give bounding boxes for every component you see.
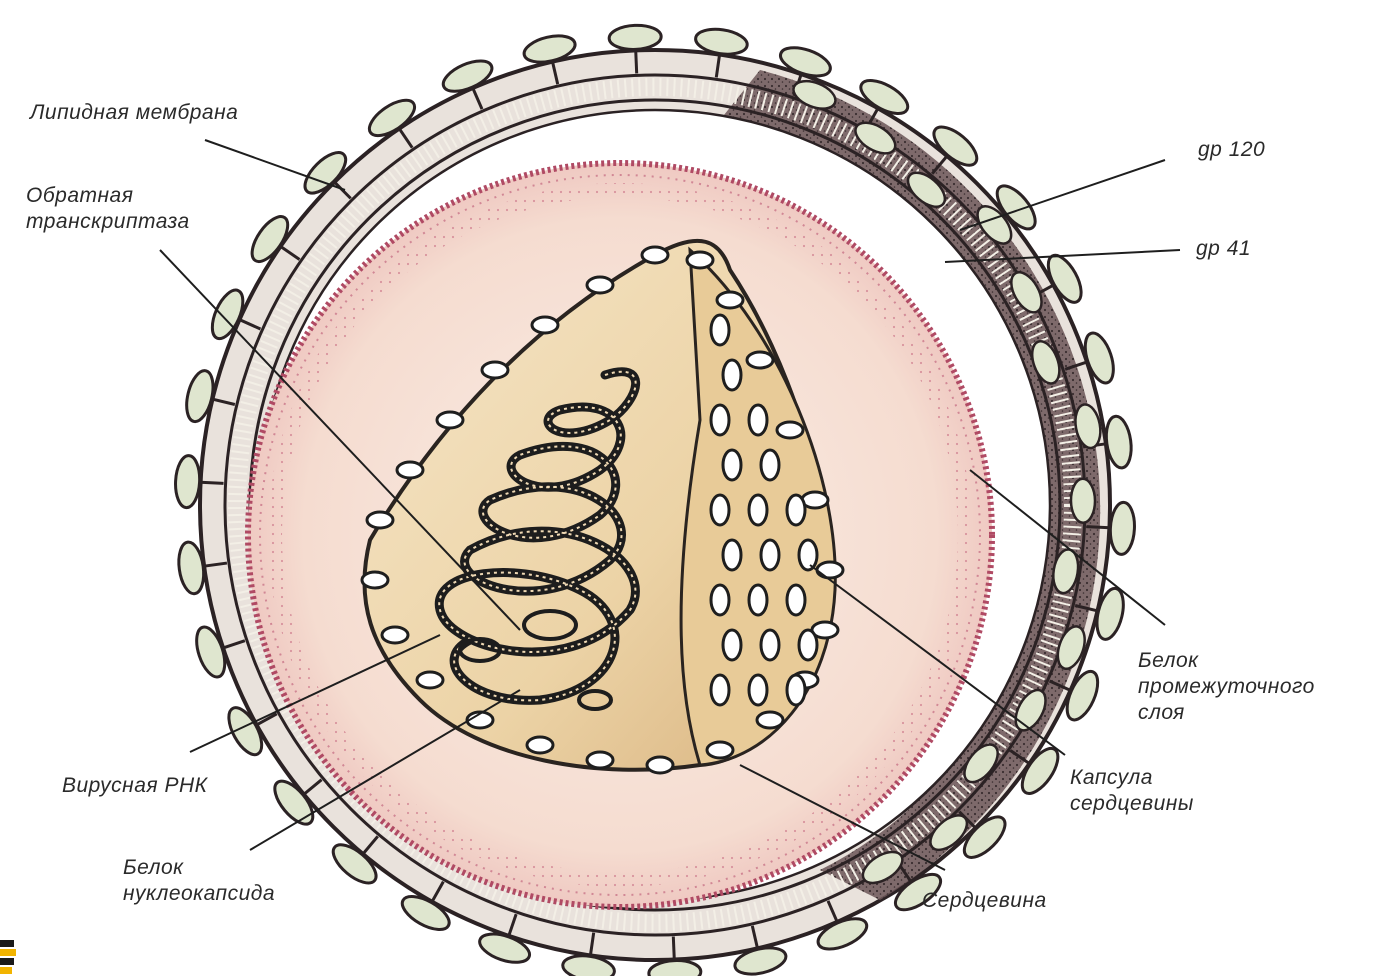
label-intermediate-protein: Белок промежуточного слоя bbox=[1138, 648, 1315, 726]
capsid-bead bbox=[747, 352, 773, 368]
capsid-bead bbox=[761, 540, 779, 570]
capsid-bead bbox=[711, 675, 729, 705]
gp120-knob bbox=[609, 24, 662, 50]
capsid-bead bbox=[417, 672, 443, 688]
gp120-knob bbox=[174, 455, 201, 508]
capsid-bead bbox=[723, 630, 741, 660]
capsid-bead bbox=[777, 422, 803, 438]
capsid-bead bbox=[711, 495, 729, 525]
capsid-bead bbox=[749, 675, 767, 705]
capsid-bead bbox=[749, 495, 767, 525]
label-gp41: gp 41 bbox=[1196, 236, 1251, 262]
label-viral-rna: Вирусная РНК bbox=[62, 773, 208, 799]
gp41-stalk bbox=[636, 47, 637, 73]
capsid-bead bbox=[367, 512, 393, 528]
capsid-bead bbox=[711, 315, 729, 345]
capsid-bead bbox=[717, 292, 743, 308]
capsid-bead bbox=[482, 362, 508, 378]
capsid-bead bbox=[749, 405, 767, 435]
capsid-bead bbox=[707, 742, 733, 758]
capsid-bead bbox=[587, 752, 613, 768]
capsid-bead bbox=[761, 630, 779, 660]
capsid-bead bbox=[382, 627, 408, 643]
capsid-bead bbox=[532, 317, 558, 333]
gp41-stalk bbox=[673, 937, 674, 963]
capsid-bead bbox=[787, 585, 805, 615]
capsid-bead bbox=[711, 585, 729, 615]
capsid-bead bbox=[587, 277, 613, 293]
capsid-bead bbox=[787, 495, 805, 525]
capsid-bead bbox=[362, 572, 388, 588]
label-nucleocapsid-protein: Белок нуклеокапсида bbox=[123, 855, 275, 907]
capsid-bead bbox=[647, 757, 673, 773]
label-gp120: gp 120 bbox=[1198, 137, 1265, 163]
capsid-bead bbox=[687, 252, 713, 268]
label-lipid-membrane: Липидная мембрана bbox=[30, 100, 238, 126]
capsid-bead bbox=[723, 360, 741, 390]
capsid-bead bbox=[723, 450, 741, 480]
capsid-bead bbox=[799, 630, 817, 660]
label-core: Сердцевина bbox=[922, 888, 1047, 914]
label-reverse-transcriptase: Обратная транскриптаза bbox=[26, 183, 190, 235]
capsid-bead bbox=[723, 540, 741, 570]
capsid-bead bbox=[761, 450, 779, 480]
capsid-bead bbox=[757, 712, 783, 728]
capsid-bead bbox=[787, 675, 805, 705]
gp120-knob bbox=[1109, 502, 1136, 555]
envelope-knob bbox=[1071, 479, 1095, 523]
label-core-capsule: Капсула сердцевины bbox=[1070, 765, 1194, 817]
capsid-bead bbox=[799, 540, 817, 570]
gp41-stalk bbox=[198, 482, 224, 483]
gp41-stalk bbox=[1086, 527, 1112, 528]
capsid-bead bbox=[749, 585, 767, 615]
capsid-bead bbox=[711, 405, 729, 435]
capsid-bead bbox=[397, 462, 423, 478]
slide-corner-icon bbox=[0, 940, 18, 974]
capsid-bead bbox=[527, 737, 553, 753]
capsid-bead bbox=[642, 247, 668, 263]
capsid-bead bbox=[437, 412, 463, 428]
capsid-bead bbox=[817, 562, 843, 578]
